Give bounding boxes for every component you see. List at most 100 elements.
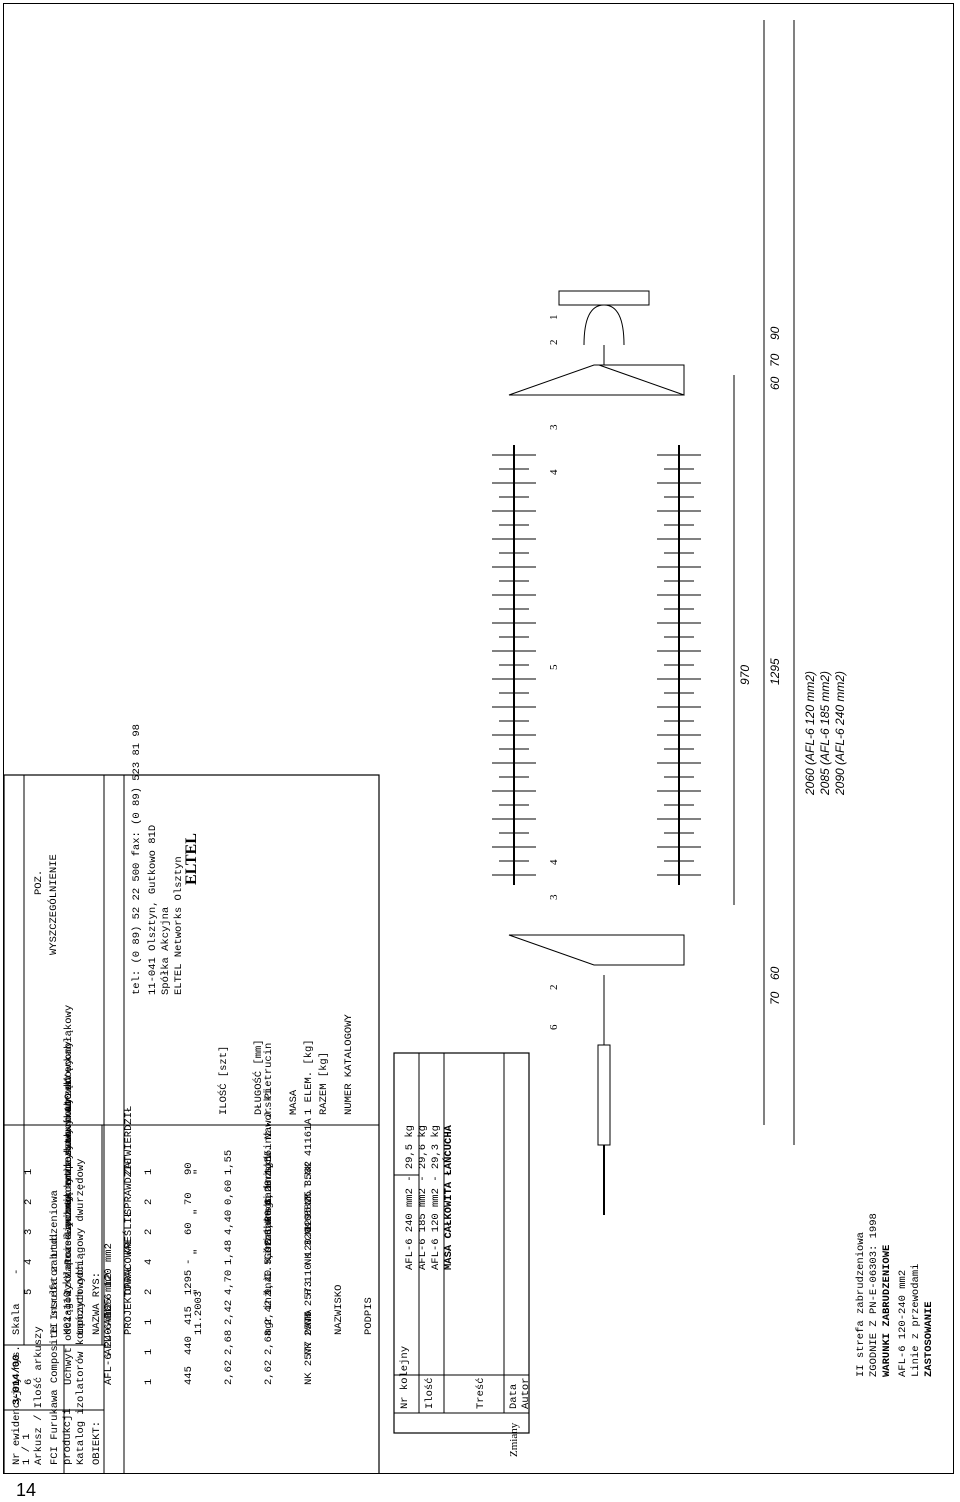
parts-cell-poz: 5: [23, 1288, 35, 1295]
parts-cell-variant: AFL-6 120 mm2: [103, 1243, 115, 1325]
appr-hdr-nazwisko: NAZWISKO: [333, 1284, 345, 1335]
hdr-cat: NUMER KATALOGOWY: [343, 1014, 355, 1115]
parts-cell-poz: 3: [23, 1228, 35, 1235]
hdr-poz: POZ.: [33, 869, 45, 895]
parts-cell-m1: 0,60: [223, 1179, 235, 1205]
sheet-value: 1 / 1: [21, 1433, 33, 1465]
masa-title: MASA CAŁKOWITA ŁAŃCUCHA: [443, 1125, 455, 1270]
appr-hdr-data: DATA: [303, 1309, 315, 1335]
hdr-m1: 1 ELEM. [kg]: [303, 1039, 315, 1115]
application-title: ZASTOSOWANIE: [923, 1301, 935, 1377]
scale-value: -: [11, 1268, 23, 1275]
dim-top-70: 70: [768, 353, 782, 367]
application-line-1: Linie z przewodami: [910, 1263, 922, 1377]
approval-date: ": [193, 1168, 205, 1175]
parts-cell-cat: NK 41161A: [303, 1118, 315, 1175]
callout-2: 2: [548, 339, 560, 346]
insulator-chain-drawing: [492, 20, 795, 1215]
parts-cell-qty: 2: [143, 1288, 155, 1295]
approval-date: ": [193, 1288, 205, 1295]
drawing-label: NAZWA RYS:: [91, 1271, 103, 1335]
drawing-line-3: II strefa zabrudzeniowa: [49, 1190, 61, 1335]
parts-cell-m1: 4,40: [223, 1209, 235, 1235]
dim-overall-1: 2090 (AFL-6 240 mm2): [833, 670, 847, 795]
hdr-qty: ILOŚĆ [szt]: [218, 1045, 230, 1115]
parts-cell-m1: 2,62: [223, 1359, 235, 1385]
application-line-2: AFL-6 120-240 mm2: [897, 1269, 909, 1377]
page-number: 14: [16, 1480, 37, 1500]
parts-cell-qty: 1: [143, 1168, 155, 1175]
object-line-2: produkcji: [62, 1408, 74, 1465]
parts-cell-name: Wieszak śrubowo - kabłąkowy: [63, 1004, 75, 1175]
callout-3: 3: [548, 424, 560, 431]
tension-clamp: [597, 975, 611, 1215]
company-logo: ELTEL: [183, 833, 200, 885]
dim-overall-2: 2085 (AFL-6 185 mm2): [818, 670, 832, 795]
approval-role: ZATWIERDZIŁ: [123, 1105, 135, 1175]
dim-1295: 1295: [768, 658, 782, 685]
masa-row-2: AFL-6 185 mm2 - 29,6 kg: [417, 1125, 429, 1270]
appr-hdr-podpis: PODPIS: [363, 1297, 375, 1335]
changes-col-nr: Nr kolejny: [399, 1345, 411, 1409]
changes-col-autor: Autor: [520, 1377, 532, 1409]
dim-bottom-70: 70: [768, 991, 782, 1005]
dim-top-60: 60: [768, 376, 782, 390]
approval-date: ": [193, 1248, 205, 1255]
approval-role: KREŚLIŁ: [123, 1210, 135, 1255]
parts-cell-qty: 1: [143, 1348, 155, 1355]
parts-cell-len: -: [183, 1258, 195, 1265]
number-value: 3-014/00: [11, 1354, 23, 1405]
callout-6: 6: [548, 1024, 560, 1031]
hdr-mass: MASA: [288, 1089, 300, 1115]
sheet-label: Arkusz / Ilość arkuszy: [33, 1326, 45, 1465]
parts-cell-qty: 1: [143, 1378, 155, 1385]
parts-cell-len: 60: [183, 1222, 195, 1235]
title-block-grid: [4, 774, 380, 1473]
hdr-m2: RAZEM [kg]: [318, 1051, 330, 1115]
parts-cell-poz: 2: [23, 1198, 35, 1205]
parts-cell-m1: 2,68: [223, 1329, 235, 1355]
conditions-title: WARUNKI ZABRUDZENIOWE: [881, 1244, 893, 1377]
yoke-plate-top: [508, 364, 685, 396]
dim-overall-3: 2060 (AFL-6 120 mm2): [803, 670, 817, 795]
parts-cell-qty: 2: [143, 1228, 155, 1235]
conditions-line-2: II strefa zabrudzeniowa: [855, 1232, 867, 1377]
changes-title: Zmiany: [508, 1422, 520, 1457]
callout-5: 5: [548, 664, 560, 671]
company-contact: tel: (0 89) 52 22 500 fax: (0 89) 523 81…: [131, 724, 143, 995]
drawing-line-1: Łańcuch odciągowy dwurzędowy: [75, 1158, 87, 1335]
parts-cell-poz: 1: [23, 1168, 35, 1175]
changes-table-grid: [393, 1052, 530, 1434]
callout-3b: 3: [548, 894, 560, 901]
callout-2b: 2: [548, 984, 560, 991]
approval-name: mgr inż. J. Pietrucin: [263, 1042, 275, 1175]
masa-row-1: AFL-6 120 mm2 - 29,3 kg: [430, 1125, 442, 1270]
suspension-clamp: [558, 290, 650, 365]
dim-bottom-60: 60: [768, 966, 782, 980]
company-name: ELTEL Networks Olsztyn: [173, 856, 185, 995]
company-address: 11-041 Olsztyn, Gutkowo 81D: [147, 824, 159, 995]
scale-label: Skala: [11, 1303, 23, 1335]
changes-col-data: Data: [508, 1383, 520, 1409]
callout-4b: 4: [548, 859, 560, 866]
object-label: OBIEKT:: [91, 1420, 103, 1465]
dim-970: 970: [738, 664, 752, 685]
parts-cell-len: 70: [183, 1192, 195, 1205]
masa-row-3: AFL-6 240 mm2 - 29,5 kg: [404, 1125, 416, 1270]
rotated-drawing-area: ZASTOSOWANIE Linie z przewodami AFL-6 12…: [4, 4, 953, 1473]
parts-cell-m1: 1,48: [223, 1239, 235, 1265]
parts-cell-len: 445: [183, 1366, 195, 1385]
approval-date: 11.2003: [193, 1290, 205, 1335]
changes-col-ilosc: Ilość: [424, 1377, 436, 1409]
parts-cell-len: 440: [183, 1336, 195, 1355]
parts-cell-m2: 2,62: [263, 1359, 275, 1385]
callout-4: 4: [548, 469, 560, 476]
parts-cell-m1: 1,55: [223, 1149, 235, 1175]
parts-cell-m1: 4,70: [223, 1269, 235, 1295]
approval-date: ": [193, 1208, 205, 1215]
parts-cell-qty: 2: [143, 1198, 155, 1205]
drawing-sheet: ZASTOSOWANIE Linie z przewodami AFL-6 12…: [3, 3, 954, 1474]
company-type: Spółka Akcyjna: [160, 906, 172, 995]
drawing-linework: [4, 774, 530, 1473]
parts-cell-qty: 4: [143, 1258, 155, 1265]
